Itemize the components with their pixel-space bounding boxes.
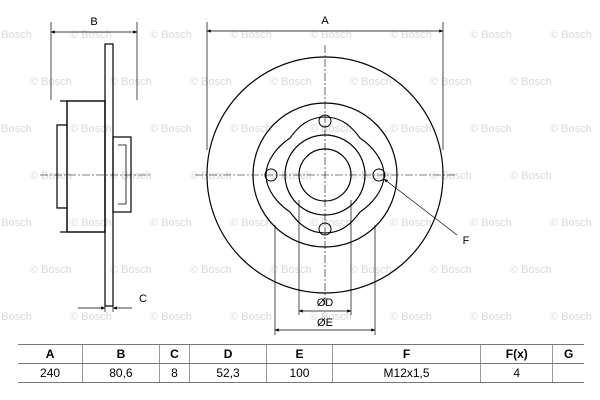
watermark-text-38: © Bosch	[30, 264, 72, 276]
watermark-text-20: © Bosch	[390, 123, 432, 135]
watermark-text-19: © Bosch	[310, 123, 352, 135]
watermark-text-26: © Bosch	[270, 170, 312, 182]
watermark-text-25: © Bosch	[190, 170, 232, 182]
front-centerlines	[195, 45, 455, 305]
watermark-text-41: © Bosch	[270, 264, 312, 276]
watermark-text-9: © Bosch	[110, 76, 152, 88]
watermark-text-13: © Bosch	[430, 76, 472, 88]
spec-table: A B C D E F F(x) G 240 80,6 8 52,3 100 M…	[18, 344, 584, 383]
value-a: 240	[18, 363, 83, 383]
watermark-text-50: © Bosch	[390, 311, 432, 323]
label-e: ØE	[317, 317, 333, 329]
watermark-text-51: © Bosch	[470, 311, 512, 323]
watermark-text-29: © Bosch	[510, 170, 552, 182]
watermark-text-42: © Bosch	[350, 264, 392, 276]
header-a: A	[18, 344, 83, 364]
watermark-text-23: © Bosch	[30, 170, 72, 182]
watermark-text-10: © Bosch	[190, 76, 232, 88]
label-b: B	[90, 16, 97, 28]
dimension-c	[78, 306, 132, 312]
watermark-text-37: © Bosch	[550, 217, 592, 229]
watermark-text-40: © Bosch	[190, 264, 232, 276]
value-b: 80,6	[82, 363, 160, 383]
watermark-text-27: © Bosch	[350, 170, 392, 182]
watermark-text-43: © Bosch	[430, 264, 472, 276]
dimension-b	[50, 22, 138, 100]
watermark-text-16: © Bosch	[70, 123, 112, 135]
watermark-text-39: © Bosch	[110, 264, 152, 276]
watermark-text-52: © Bosch	[550, 311, 592, 323]
watermark-text-44: © Bosch	[510, 264, 552, 276]
hub-profile	[66, 100, 106, 233]
watermark-text-21: © Bosch	[470, 123, 512, 135]
leader-f	[383, 178, 458, 236]
spec-table-header-row: A B C D E F F(x) G	[18, 344, 584, 364]
value-d: 52,3	[189, 363, 267, 383]
watermark-text-0: © Bosch	[0, 29, 32, 41]
watermark-text-31: © Bosch	[70, 217, 112, 229]
watermark-text-33: © Bosch	[230, 217, 272, 229]
watermark-text-6: © Bosch	[470, 29, 512, 41]
dimension-e	[274, 225, 376, 335]
watermark-text-18: © Bosch	[230, 123, 272, 135]
dimension-d	[298, 200, 352, 315]
watermark-text-46: © Bosch	[70, 311, 112, 323]
value-g	[552, 363, 584, 383]
watermark-text-12: © Bosch	[350, 76, 392, 88]
header-g: G	[552, 344, 584, 364]
watermark-text-2: © Bosch	[150, 29, 192, 41]
watermark-text-28: © Bosch	[430, 170, 472, 182]
watermark-text-32: © Bosch	[150, 217, 192, 229]
header-b: B	[82, 344, 160, 364]
watermark-text-49: © Bosch	[310, 311, 352, 323]
value-c: 8	[158, 363, 190, 383]
watermark-text-11: © Bosch	[270, 76, 312, 88]
value-e: 100	[265, 363, 333, 383]
header-c: C	[158, 344, 190, 364]
watermark-text-22: © Bosch	[550, 123, 592, 135]
spec-table-value-row: 240 80,6 8 52,3 100 M12x1,5 4	[18, 363, 584, 383]
header-e: E	[265, 344, 333, 364]
header-fx: F(x)	[480, 344, 553, 364]
value-f: M12x1,5	[332, 363, 481, 383]
watermark-text-48: © Bosch	[230, 311, 272, 323]
watermark-text-34: © Bosch	[310, 217, 352, 229]
watermark-text-15: © Bosch	[0, 123, 32, 135]
label-d: ØD	[317, 297, 334, 309]
label-a: A	[321, 15, 329, 27]
watermark-text-36: © Bosch	[470, 217, 512, 229]
value-fx: 4	[480, 363, 553, 383]
watermark-text-35: © Bosch	[390, 217, 432, 229]
watermark-text-7: © Bosch	[550, 29, 592, 41]
dimension-a	[206, 22, 444, 150]
label-f: F	[463, 235, 470, 247]
hat-profile	[112, 136, 132, 213]
watermark-text-45: © Bosch	[0, 311, 32, 323]
watermark-text-17: © Bosch	[150, 123, 192, 135]
label-c: C	[139, 293, 147, 305]
header-d: D	[189, 344, 267, 364]
watermark-text-14: © Bosch	[510, 76, 552, 88]
watermark-text-30: © Bosch	[0, 217, 32, 229]
watermark-text-47: © Bosch	[150, 311, 192, 323]
header-f: F	[332, 344, 481, 364]
